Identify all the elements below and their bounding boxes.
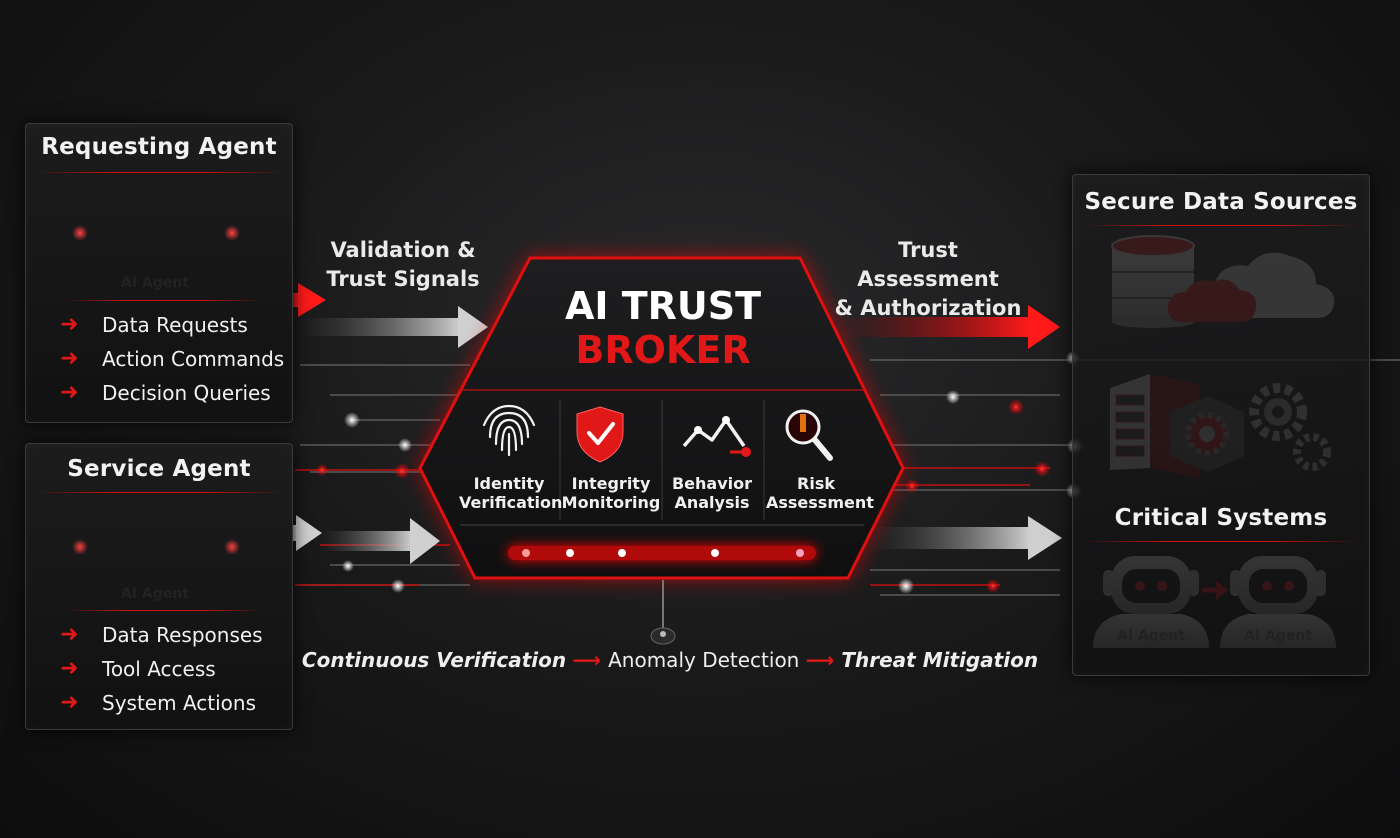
service-robot-glow-left [72, 539, 88, 555]
right-red-lines [870, 468, 1050, 585]
item-label: Action Commands [102, 347, 284, 371]
arrow-outbound-gray [870, 516, 1062, 560]
outbound-label-line1: Trust Assessment [828, 236, 1028, 294]
title-divider [1083, 225, 1359, 226]
pipeline-step-verification: Continuous Verification [302, 648, 566, 672]
pipeline-arrow-icon: ⟶ [572, 648, 608, 672]
red-arrow-icon: ➜ [60, 342, 78, 376]
pipeline-step-anomaly: Anomaly Detection [608, 648, 799, 672]
list-item: ➜ Data Requests [60, 308, 284, 342]
red-arrow-icon: ➜ [60, 652, 78, 686]
body-divider [66, 300, 262, 301]
item-label: System Actions [102, 691, 256, 715]
outbound-label-line2: & Authorization [828, 294, 1028, 323]
broker-title-line2: BROKER [500, 328, 826, 372]
capability-line1: Behavior [662, 474, 762, 493]
red-arrow-icon: ➜ [60, 686, 78, 720]
title-divider [36, 492, 282, 493]
pipeline-step-threat: Threat Mitigation [841, 648, 1038, 672]
pipeline-arrow-icon: ⟶ [806, 648, 842, 672]
broker-title-line1: AI TRUST [500, 284, 826, 328]
list-item: ➜ Tool Access [60, 652, 263, 686]
list-item: ➜ Action Commands [60, 342, 284, 376]
capability-behavior: Behavior Analysis [662, 474, 762, 512]
secure-destinations-panel: Secure Data Sources Critical Systems [1072, 174, 1370, 676]
service-robot-label: AI Agent [110, 586, 200, 602]
secure-data-sources-title: Secure Data Sources [1073, 189, 1369, 215]
inbound-label-line2: Trust Signals [318, 265, 488, 294]
inbound-label-line1: Validation & [318, 236, 488, 265]
service-items: ➜ Data Responses ➜ Tool Access ➜ System Act… [60, 618, 263, 720]
capability-risk: Risk Assessment [766, 474, 866, 512]
capability-identity: Identity Verification [459, 474, 559, 512]
item-label: Tool Access [102, 657, 216, 681]
capability-line1: Risk [766, 474, 866, 493]
requesting-items: ➜ Data Requests ➜ Action Commands ➜ Decisio… [60, 308, 284, 410]
critical-systems-title: Critical Systems [1073, 505, 1369, 531]
verification-pipeline: Continuous Verification ⟶ Anomaly Detect… [300, 640, 1040, 680]
outbound-flow-label: Trust Assessment & Authorization [828, 236, 1028, 323]
body-divider [66, 610, 262, 611]
red-arrow-icon: ➜ [60, 618, 78, 652]
service-robot-glow-right [224, 539, 240, 555]
capability-line1: Integrity [561, 474, 661, 493]
capability-line1: Identity [459, 474, 559, 493]
critical-agent-2-label: AI Agent [1233, 628, 1323, 644]
broker-title: AI TRUST BROKER [500, 284, 826, 372]
requesting-robot-label: AI Agent [110, 275, 200, 291]
red-arrow-icon: ➜ [60, 376, 78, 410]
capability-integrity: Integrity Monitoring [561, 474, 661, 512]
list-item: ➜ System Actions [60, 686, 263, 720]
arrow-inbound-gray-bottom [320, 518, 440, 564]
item-label: Decision Queries [102, 381, 271, 405]
critical-agent-1-label: AI Agent [1106, 628, 1196, 644]
red-arrow-icon: ➜ [60, 308, 78, 342]
arrow-inbound-gray-top [300, 306, 488, 348]
list-item: ➜ Data Responses [60, 618, 263, 652]
title-divider [36, 172, 282, 173]
systems-divider [1083, 541, 1359, 542]
item-label: Data Requests [102, 313, 248, 337]
requesting-agent-title: Requesting Agent [26, 134, 292, 160]
list-item: ➜ Decision Queries [60, 376, 284, 410]
capability-line2: Assessment [766, 493, 866, 512]
item-label: Data Responses [102, 623, 263, 647]
requesting-robot-glow-left [72, 225, 88, 241]
inbound-flow-label: Validation & Trust Signals [318, 236, 488, 294]
service-agent-title: Service Agent [26, 456, 292, 482]
left-red-lines [295, 470, 450, 585]
broker-progress-bar [508, 546, 816, 560]
requesting-agent-panel: Requesting Agent ➜ Data Requests ➜ Action … [25, 123, 293, 423]
capability-line2: Analysis [662, 493, 762, 512]
requesting-robot-glow-right [224, 225, 240, 241]
capability-line2: Monitoring [561, 493, 661, 512]
capability-line2: Verification [459, 493, 559, 512]
